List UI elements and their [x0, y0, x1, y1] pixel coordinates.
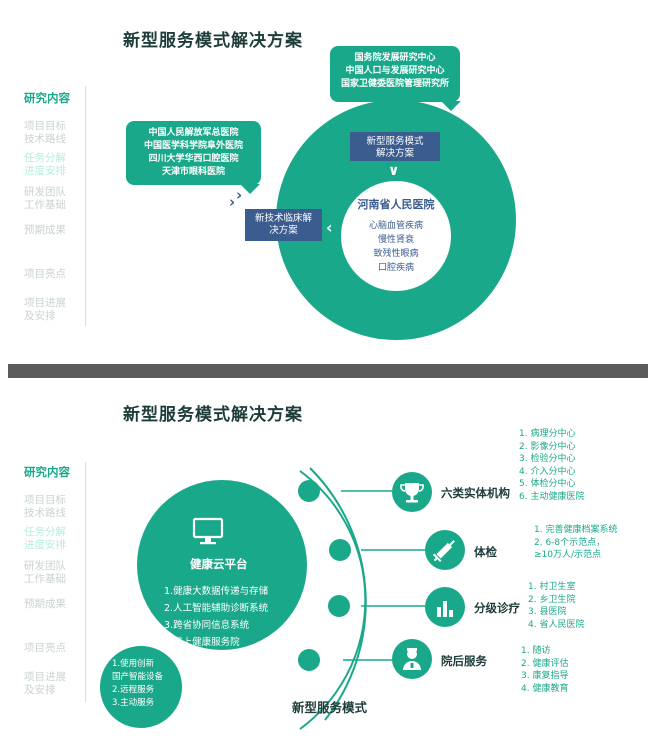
bottom-nav-divider [85, 462, 86, 702]
category-list: 1. 村卫生室 2. 乡卫生院 3. 县医院 4. 省人民医院 [528, 581, 584, 631]
top-nav-item[interactable]: 研究内容 [24, 91, 70, 105]
box-tech: 新技术临床解 决方案 [245, 209, 322, 241]
cloud-item: 4.线上健康服务院 [164, 637, 240, 648]
small-item: 2.远程服务 [112, 685, 155, 695]
category-list-item: 2. 健康评估 [521, 658, 569, 669]
category-list-item: 3. 康复指导 [521, 671, 569, 681]
center-items: 心脑血管疾病慢性肾衰致残性眼病口腔疾病 [341, 219, 451, 275]
callout-right-line: 国家卫健委医院管理研究所 [340, 79, 449, 89]
callout-right-tail [441, 101, 461, 111]
footer-label: 新型服务模式 [292, 700, 368, 715]
bottom-nav-item[interactable]: 研究内容 [24, 465, 70, 479]
doctor-icon [392, 639, 432, 679]
monitor-icon [192, 517, 224, 551]
center-item: 口腔疾病 [377, 263, 414, 273]
callout-right-line: 国务院发展研究中心 [354, 53, 436, 63]
category-label: 体检 [474, 545, 497, 559]
small-circle [98, 644, 184, 730]
callout-left-line: 天津市眼科医院 [161, 167, 225, 177]
category-list: 1. 完善健康档案系统 2. 6-8个示范点， ≥10万人/示范点 [534, 524, 617, 562]
callout-left-tail [240, 184, 260, 194]
top-title: 新型服务模式解决方案 [123, 31, 303, 51]
top-nav-divider [85, 86, 86, 326]
category-list-item: 4. 省人民医院 [528, 619, 585, 630]
callout-left-line: 中国人民解放军总医院 [148, 128, 239, 138]
chevron-left-icon: › [229, 193, 236, 211]
category-list-item: 3. 县医院 [528, 607, 567, 617]
bottom-nav-item[interactable]: 任务分解 进度安排 [24, 526, 66, 551]
category-list-item: 1. 随访 [521, 646, 551, 656]
top-nav-item[interactable]: 项目目标 技术路线 [24, 120, 66, 145]
arrow-down: ∨ [388, 163, 400, 179]
syringe-icon [425, 530, 465, 570]
cloud-circle [137, 480, 307, 650]
category-list-item: 2. 影像分中心 [519, 441, 576, 452]
bottom-nav-item[interactable]: 项目亮点 [24, 642, 66, 654]
callout-right-line: 中国人口与发展研究中心 [345, 66, 445, 76]
top-nav-item[interactable]: 项目亮点 [24, 268, 66, 280]
trophy-icon [392, 472, 432, 512]
category-label: 分级诊疗 [474, 601, 520, 615]
category-label: 六类实体机构 [441, 486, 510, 500]
category-list-item: ≥10万人/示范点 [534, 550, 602, 560]
box-model: 新型服务模式 解决方案 [350, 132, 440, 161]
cloud-items: 1.健康大数据传递与存储 2.人工智能辅助诊断系统 3.跨省协同信息系统 4.线上健康… [164, 583, 268, 651]
top-nav-item[interactable]: 研发团队 工作基础 [24, 186, 66, 211]
cloud-item: 2.人工智能辅助诊断系统 [164, 603, 269, 614]
callout-right: 国务院发展研究中心中国人口与发展研究中心国家卫健委医院管理研究所 [330, 46, 460, 102]
category-list-item: 3. 检验分中心 [519, 454, 576, 464]
center-item: 慢性肾衰 [377, 235, 414, 245]
callout-left-line: 四川大学华西口腔医院 [148, 154, 239, 164]
category-list: 1. 病理分中心 2. 影像分中心 3. 检验分中心 4. 介入分中心 5. 体检分中心… [519, 428, 584, 503]
small-items: 1.使用创新 国产智能设备 2.远程服务 3.主动服务 [112, 658, 163, 710]
top-nav-item[interactable]: 任务分解 进度安排 [24, 152, 66, 177]
small-item: 1.使用创新 国产智能设备 [112, 659, 164, 682]
panel-divider [8, 364, 648, 378]
small-item: 3.主动服务 [112, 698, 155, 708]
category-list: 1. 随访 2. 健康评估 3. 康复指导 4. 健康教育 [521, 645, 568, 695]
bottom-nav-item[interactable]: 预期成果 [24, 598, 66, 610]
top-nav-item[interactable]: 项目进展 及安排 [24, 297, 66, 322]
bottom-nav-item[interactable]: 研发团队 工作基础 [24, 560, 66, 585]
center-item: 致残性眼病 [373, 249, 419, 259]
category-list-item: 1. 病理分中心 [519, 429, 576, 439]
category-list-item: 2. 乡卫生院 [528, 594, 576, 605]
orbit-dot [328, 595, 350, 617]
callout-left: 中国人民解放军总医院中国医学科学院阜外医院四川大学华西口腔医院天津市眼科医院 [126, 121, 261, 185]
bottom-nav-item[interactable]: 项目进展 及安排 [24, 671, 66, 696]
center-item: 心脑血管疾病 [368, 221, 423, 231]
chevron-right-icon: › [236, 186, 243, 204]
category-label: 院后服务 [441, 654, 487, 668]
cloud-item: 1.健康大数据传递与存储 [164, 586, 269, 597]
bottom-nav-item[interactable]: 项目目标 技术路线 [24, 494, 66, 519]
top-nav-item[interactable]: 预期成果 [24, 224, 66, 236]
callout-left-line: 中国医学科学院阜外医院 [143, 141, 243, 151]
category-list-item: 4. 健康教育 [521, 683, 569, 694]
cloud-title: 健康云平台 [190, 557, 248, 571]
bar-chart-icon [425, 587, 465, 627]
category-list-item: 1. 完善健康档案系统 [534, 525, 618, 535]
orbit-dot [298, 649, 320, 671]
category-list-item: 4. 介入分中心 [519, 466, 576, 477]
cloud-item: 3.跨省协同信息系统 [164, 620, 250, 631]
center-title: 河南省人民医院 [357, 198, 435, 211]
orbit-dot [329, 539, 351, 561]
category-list-item: 1. 村卫生室 [528, 582, 576, 592]
bottom-title: 新型服务模式解决方案 [123, 405, 303, 425]
arrow-left: ‹ [326, 218, 333, 237]
orbit-dot [298, 480, 320, 502]
category-list-item: 6. 主动健康医院 [519, 491, 585, 502]
center-circle [341, 181, 451, 291]
category-list-item: 5. 体检分中心 [519, 479, 576, 489]
category-list-item: 2. 6-8个示范点， [534, 537, 606, 548]
